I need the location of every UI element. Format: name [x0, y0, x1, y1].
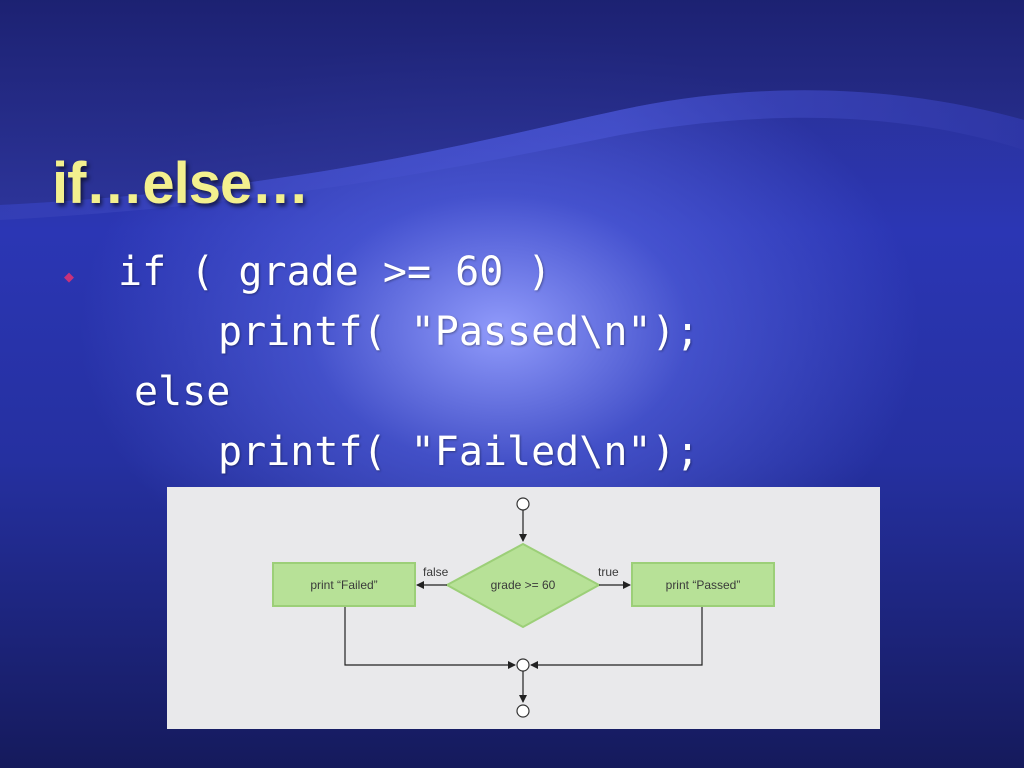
bullet-diamond-icon: ◆ [64, 270, 74, 285]
decision-label: grade >= 60 [491, 578, 556, 592]
false-label: false [423, 565, 449, 579]
flowchart-figure: grade >= 60 print “Failed” print “Passed… [167, 487, 880, 729]
passed-box [631, 562, 775, 607]
start-node [516, 497, 530, 511]
passed-merge-line [530, 607, 703, 669]
code-line-else: else [134, 369, 231, 415]
decision-diamond [444, 542, 602, 629]
failed-box-label: print “Failed” [310, 578, 377, 592]
true-label: true [598, 565, 619, 579]
passed-box-label: print “Passed” [666, 578, 741, 592]
code-line-printf-failed: printf( "Failed\n"); [218, 429, 700, 475]
title-wave-decoration [0, 0, 1024, 220]
flowchart-diagram: grade >= 60 print “Failed” print “Passed… [272, 497, 775, 718]
slide-title: if…else… [52, 151, 309, 216]
merge-node [516, 658, 530, 672]
code-line-if: if ( grade >= 60 ) [118, 249, 552, 295]
code-line-printf-passed: printf( "Passed\n"); [218, 309, 700, 355]
failed-merge-line [344, 607, 516, 669]
failed-box [272, 562, 416, 607]
end-node [516, 704, 530, 718]
